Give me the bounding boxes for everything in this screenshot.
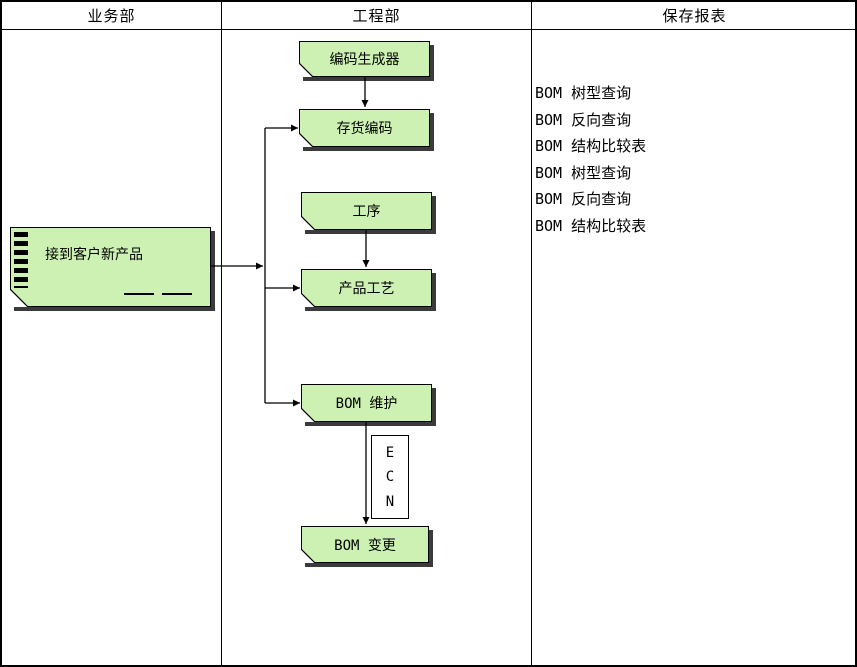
node-new-product-doc[interactable]: 接到客户新产品 <box>10 227 211 307</box>
ecn-letter: E <box>385 444 395 461</box>
node-process[interactable]: 工序 <box>301 192 432 230</box>
report-link[interactable]: BOM 树型查询 <box>535 84 632 102</box>
saved-reports-list: BOM 树型查询 BOM 反向查询 BOM 结构比较表 BOM 树型查询 BOM… <box>535 80 646 239</box>
signature-line <box>124 293 154 295</box>
ecn-letter: C <box>385 469 395 485</box>
node-label: 接到客户新产品 <box>45 247 143 263</box>
folded-corner-icon <box>301 216 315 230</box>
comb-binding-decoration <box>14 232 28 288</box>
folded-corner-icon <box>10 289 28 307</box>
header-underline <box>2 29 855 30</box>
column-divider-2 <box>531 2 532 665</box>
node-product-craft[interactable]: 产品工艺 <box>301 269 432 307</box>
node-label: BOM 维护 <box>335 396 398 412</box>
folded-corner-icon <box>299 133 313 147</box>
node-bom-change[interactable]: BOM 变更 <box>301 526 429 563</box>
column-divider-1 <box>221 2 222 665</box>
report-link[interactable]: BOM 树型查询 <box>535 163 632 182</box>
report-link[interactable]: BOM 结构比较表 <box>535 137 647 155</box>
folded-corner-icon <box>301 549 315 563</box>
header-engineering-dept: 工程部 <box>352 7 401 25</box>
node-label: 产品工艺 <box>338 281 395 297</box>
ecn-label-box: E C N <box>371 435 409 519</box>
header-saved-reports: 保存报表 <box>662 7 727 25</box>
header-business-dept: 业务部 <box>87 7 136 25</box>
node-bom-maintain[interactable]: BOM 维护 <box>301 384 432 422</box>
folded-corner-icon <box>299 63 313 77</box>
node-label: 工序 <box>352 204 381 220</box>
node-label: BOM 变更 <box>334 537 396 554</box>
folded-corner-icon <box>301 408 315 422</box>
report-link[interactable]: BOM 反向查询 <box>535 110 632 129</box>
report-link[interactable]: BOM 结构比较表 <box>535 216 647 235</box>
signature-line <box>162 293 192 295</box>
folded-corner-icon <box>301 293 315 307</box>
node-code-generator[interactable]: 编码生成器 <box>299 41 430 77</box>
node-inventory-code[interactable]: 存货编码 <box>299 109 430 147</box>
node-label: 存货编码 <box>336 121 393 137</box>
report-link[interactable]: BOM 反向查询 <box>535 190 632 208</box>
ecn-letter: N <box>385 493 395 510</box>
node-label: 编码生成器 <box>329 52 400 68</box>
